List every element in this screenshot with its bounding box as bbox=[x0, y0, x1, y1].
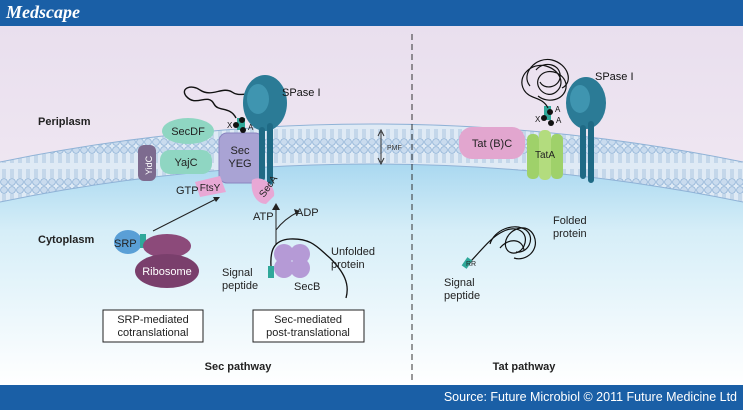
srp-mediated-box bbox=[102, 309, 204, 343]
secyeg-label-line1: Sec bbox=[231, 145, 250, 157]
tatbc-protein bbox=[459, 127, 525, 159]
ribosome-label: Ribosome bbox=[142, 266, 192, 278]
secb-label: SecB bbox=[294, 281, 320, 293]
axa-a2: A bbox=[248, 123, 254, 132]
medscape-logo: Medscape bbox=[6, 2, 80, 22]
folded-label-line1: Folded bbox=[553, 215, 587, 227]
tat-spase-anchor bbox=[580, 121, 594, 183]
axa-dot-1 bbox=[239, 117, 245, 123]
tat-signal-label-line2: peptide bbox=[444, 290, 480, 302]
tata-helix-2 bbox=[539, 130, 551, 180]
periplasm-label: Periplasm bbox=[38, 116, 91, 128]
ribosome-small-subunit bbox=[143, 234, 191, 258]
secyeg-signal-peptide bbox=[237, 118, 245, 130]
yajc-label: YajC bbox=[174, 157, 197, 169]
unfolded-label-line1: Unfolded bbox=[331, 246, 375, 258]
periplasm-folded-protein bbox=[521, 58, 569, 109]
box1-line1: SRP-mediated bbox=[117, 314, 189, 326]
footer-bar: Source: Future Microbiol © 2011 Future M… bbox=[0, 385, 743, 410]
tata-label: TatA bbox=[535, 150, 555, 161]
ribosome-large-subunit bbox=[135, 254, 199, 288]
tat-axa-a1: A bbox=[555, 105, 561, 114]
cytoplasm-label: Cytoplasm bbox=[38, 234, 94, 246]
srp-label: SRP bbox=[114, 238, 137, 250]
cytoplasm-folded-protein bbox=[469, 226, 536, 263]
secdf-protein bbox=[162, 118, 214, 144]
tat-spase-label: SPase I bbox=[595, 71, 634, 83]
seca-protein bbox=[251, 178, 275, 204]
secyeg-label-line2: YEG bbox=[228, 158, 251, 170]
sec-pathway-title: Sec pathway bbox=[205, 361, 273, 373]
secdf-label: SecDF bbox=[171, 126, 205, 138]
tatbc-label: Tat (B)C bbox=[472, 138, 512, 150]
unfolded-label-line2: protein bbox=[331, 259, 365, 271]
source-credit: Source: Future Microbiol © 2011 Future M… bbox=[443, 390, 737, 404]
box1-line2: cotranslational bbox=[118, 327, 189, 339]
tat-pathway-title: Tat pathway bbox=[493, 361, 557, 373]
spase-head-highlight bbox=[247, 84, 269, 114]
tat-signal-label-line1: Signal bbox=[444, 277, 475, 289]
pmf-label: PMF bbox=[387, 145, 402, 152]
yidc-protein bbox=[138, 145, 156, 181]
axa-dot-3 bbox=[240, 127, 246, 133]
atp-label: ATP bbox=[253, 211, 274, 223]
unfolded-protein-chain bbox=[270, 238, 348, 299]
box2-line2: post-translational bbox=[266, 327, 350, 339]
cytoplasm-region bbox=[0, 148, 743, 385]
membrane-top-edge bbox=[0, 123, 743, 163]
srp-to-ftsy-arrow bbox=[152, 197, 219, 232]
adp-label: ADP bbox=[296, 207, 319, 219]
membrane-bottom-edge bbox=[0, 163, 743, 203]
rr-label: RR bbox=[466, 261, 476, 268]
tat-axa-x: X bbox=[535, 115, 541, 124]
spase-anchor bbox=[259, 123, 273, 185]
axa-x: X bbox=[227, 121, 233, 130]
gtp-label: GTP bbox=[176, 185, 199, 197]
sec-signal-peptide bbox=[268, 266, 274, 278]
srp-signal-peptide bbox=[140, 234, 146, 248]
tata-helix-1 bbox=[527, 134, 539, 179]
diagram: Periplasm Cytoplasm YidC YajC SecDF Sec … bbox=[0, 26, 743, 385]
box2-line1: Sec-mediated bbox=[274, 314, 342, 326]
header-bar: Medscape bbox=[0, 0, 743, 26]
secb-subunit bbox=[274, 244, 294, 264]
spase-label: SPase I bbox=[282, 87, 321, 99]
sec-signal-label-line2: peptide bbox=[222, 280, 258, 292]
ftsy-label: FtsY bbox=[200, 183, 221, 194]
srp-particle bbox=[114, 230, 142, 254]
folded-label-line2: protein bbox=[553, 228, 587, 240]
ftsy-protein bbox=[195, 176, 226, 197]
periplasm-protein-chain bbox=[183, 86, 253, 119]
tat-signal-peptide bbox=[461, 257, 473, 269]
tat-axa-a2: A bbox=[556, 116, 562, 125]
sec-signal-label-line1: Signal bbox=[222, 267, 253, 279]
sec-mediated-box bbox=[252, 309, 365, 343]
yajc-protein bbox=[160, 150, 212, 174]
axa-dot-2 bbox=[233, 122, 239, 128]
tata-helix-3 bbox=[551, 134, 563, 179]
yidc-label: YidC bbox=[144, 155, 154, 175]
